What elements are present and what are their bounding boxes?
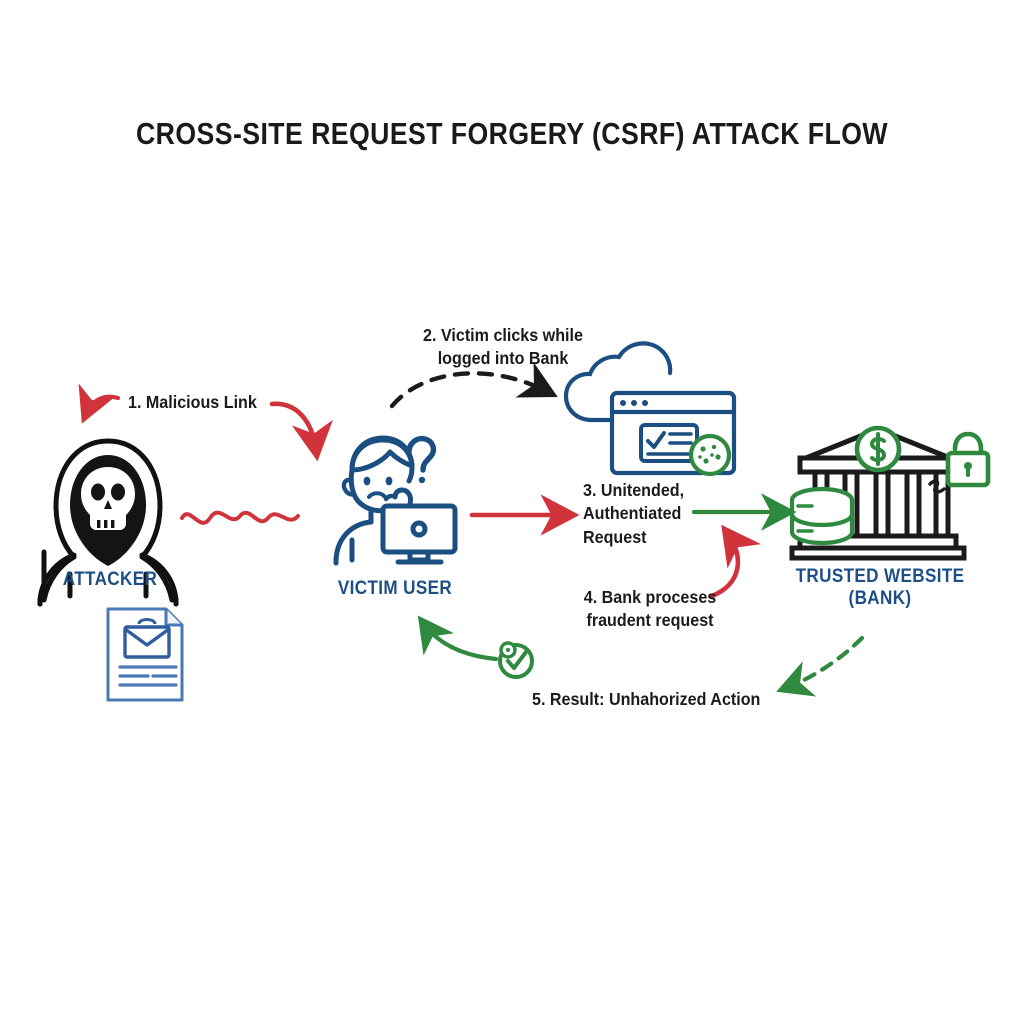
padlock-icon <box>945 431 991 488</box>
step-label-3-line1: 3. Unitended, <box>583 480 685 500</box>
page-title: CROSS-SITE REQUEST FORGERY (CSRF) ATTACK… <box>135 116 888 151</box>
cloud-browser-session-icon <box>563 341 737 477</box>
step-label-4-line1: 4. Bank proceses <box>583 587 717 607</box>
node-label-victim: VICTIM USER <box>337 578 453 599</box>
step-label-2-line2: logged into Bank <box>437 348 569 369</box>
step-label-2: 2. Victim clicks while logged into Bank <box>416 324 591 371</box>
step-label-1: 1. Malicious Link <box>128 392 257 412</box>
cookie-icon <box>688 433 732 477</box>
step-label-3-line3: Request <box>583 526 647 547</box>
step-label-2-line1: 2. Victim clicks while <box>423 325 583 345</box>
step-label-3: 3. Unitended, Authentiated Request <box>583 479 684 549</box>
node-label-attacker: ATTACKER <box>62 569 158 590</box>
arrow-step5-green-curve <box>417 615 499 662</box>
node-label-bank: TRUSTED WEBSITE (BANK) <box>790 566 970 610</box>
arrow-step1-right <box>269 401 333 462</box>
arrow-step2-dashed <box>389 362 558 409</box>
arrow-step1-left <box>78 383 121 424</box>
step-label-3-line2: Authentiated <box>583 503 682 524</box>
dollar-coin-icon <box>854 425 902 473</box>
step-label-4-line2: fraudent request <box>586 610 714 631</box>
check-circle-icon <box>498 641 534 679</box>
step-label-4: 4. Bank proceses fraudent request <box>567 586 733 633</box>
node-label-bank-line2: (BANK) <box>848 587 912 609</box>
wavy-transmission-line <box>180 510 300 525</box>
step-label-5: 5. Result: Unhahorized Action <box>532 689 761 709</box>
arrow-step5-green-dashed <box>776 635 865 697</box>
database-cylinder-icon <box>789 486 855 546</box>
document-envelope-icon <box>106 607 184 702</box>
confused-user-computer-icon <box>333 435 458 566</box>
node-label-bank-line1: TRUSTED WEBSITE <box>795 566 965 587</box>
bank-building-icon <box>789 425 991 561</box>
